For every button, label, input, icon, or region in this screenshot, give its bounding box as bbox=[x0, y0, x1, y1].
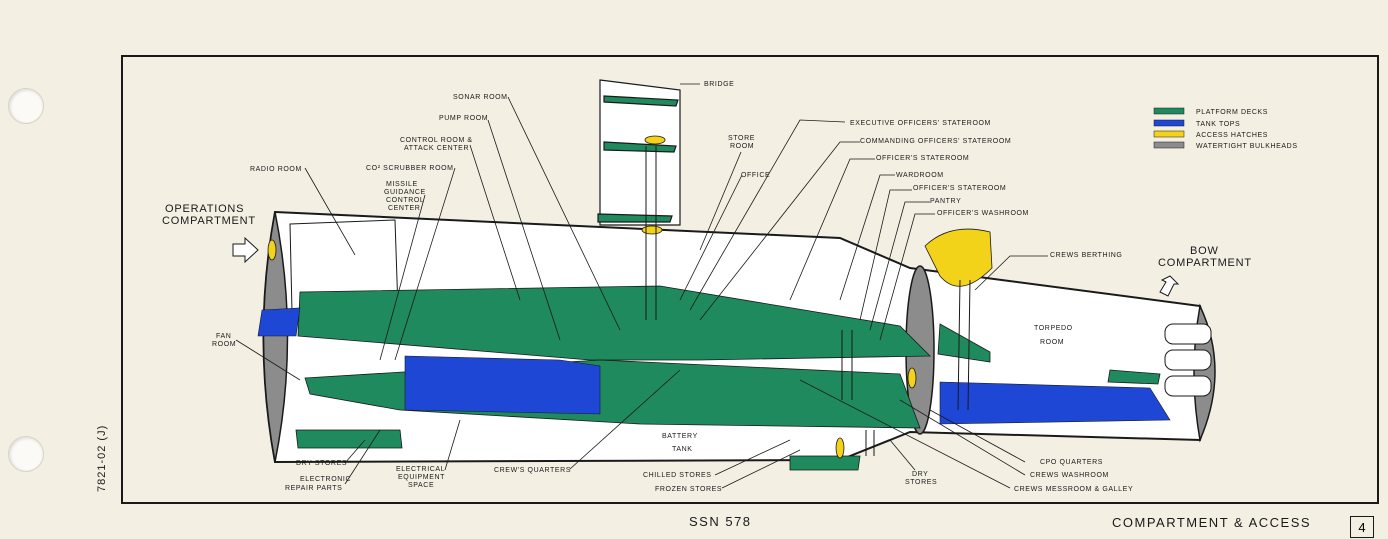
legend-swatch-bulkhead bbox=[1153, 141, 1185, 149]
room-labels: RADIO ROOM CO² SCRUBBER ROOM MISSILE GUI… bbox=[212, 81, 1133, 493]
legend-swatch-platform bbox=[1153, 107, 1185, 115]
missile-guidance-label: CENTER bbox=[388, 205, 420, 212]
leader-lines bbox=[235, 83, 1048, 489]
fan-room-label: ROOM bbox=[212, 341, 236, 348]
page-number: 4 bbox=[1350, 516, 1374, 538]
battery-tank-label: BATTERY bbox=[662, 433, 698, 440]
side-code: 7821-02 (J) bbox=[96, 424, 108, 492]
legend-swatch-hatch bbox=[1153, 130, 1185, 138]
pantry-label: PANTRY bbox=[930, 198, 961, 205]
binder-hole bbox=[8, 88, 44, 124]
ladders bbox=[645, 146, 971, 456]
control-room-label: CONTROL ROOM & bbox=[400, 137, 473, 144]
sail bbox=[597, 79, 681, 226]
pump-room-label: PUMP ROOM bbox=[439, 115, 488, 122]
arrow-down-left-icon bbox=[1159, 275, 1180, 297]
binder-hole bbox=[8, 436, 44, 472]
dry-stores-right-label: STORES bbox=[905, 479, 937, 486]
officers-stateroom-label: OFFICER'S STATEROOM bbox=[876, 155, 969, 162]
fan-room-label: FAN bbox=[216, 333, 231, 340]
legend-label: PLATFORM DECKS bbox=[1196, 109, 1268, 116]
dry-stores-label: DRY STORES bbox=[296, 460, 347, 467]
crews-washroom-label: CREWS WASHROOM bbox=[1030, 472, 1109, 479]
electronic-repair-label: ELECTRONIC bbox=[300, 476, 351, 483]
arrow-right-icon bbox=[232, 236, 259, 264]
radio-room-label: RADIO ROOM bbox=[250, 166, 302, 173]
legend-label: ACCESS HATCHES bbox=[1196, 132, 1268, 139]
torpedo-tubes bbox=[1164, 323, 1212, 397]
missile-guidance-label: MISSILE bbox=[386, 181, 418, 188]
dry-stores-right-label: DRY bbox=[912, 471, 928, 478]
electronic-repair-label: REPAIR PARTS bbox=[285, 485, 342, 492]
exec-officers-label: EXECUTIVE OFFICERS' STATEROOM bbox=[850, 120, 991, 127]
legend-swatch-tank bbox=[1153, 119, 1185, 127]
crews-berthing-label: CREWS BERTHING bbox=[1050, 252, 1122, 259]
store-room-label: STORE bbox=[728, 135, 755, 142]
electrical-equipment-label: SPACE bbox=[408, 482, 434, 489]
chilled-stores-label: CHILLED STORES bbox=[643, 472, 712, 479]
electrical-equipment-label: ELECTRICAL bbox=[396, 466, 445, 473]
crews-quarters-label: CREW'S QUARTERS bbox=[494, 467, 571, 474]
wardroom-label: WARDROOM bbox=[896, 172, 944, 179]
operations-compartment-title: OPERATIONS bbox=[165, 203, 244, 215]
tank-tops bbox=[257, 307, 1171, 425]
crews-messroom-label: CREWS MESSROOM & GALLEY bbox=[1014, 486, 1133, 493]
legend: PLATFORM DECKS TANK TOPS ACCESS HATCHES … bbox=[1153, 107, 1298, 150]
officers-stateroom-label: OFFICER'S STATEROOM bbox=[913, 185, 1006, 192]
torpedo-room-label: ROOM bbox=[1040, 339, 1064, 346]
bow-compartment-title: COMPARTMENT bbox=[1158, 257, 1252, 269]
legend-label: WATERTIGHT BULKHEADS bbox=[1196, 143, 1298, 150]
legend-label: TANK TOPS bbox=[1196, 121, 1240, 128]
bow-compartment-title: BOW bbox=[1190, 245, 1219, 257]
bridge-label: BRIDGE bbox=[704, 81, 734, 88]
frozen-stores-label: FROZEN STORES bbox=[655, 486, 722, 493]
access-hatches bbox=[267, 135, 993, 459]
battery-tank-label: TANK bbox=[672, 446, 693, 453]
cpo-quarters-label: CPO QUARTERS bbox=[1040, 459, 1103, 466]
electrical-equipment-label: EQUIPMENT bbox=[398, 474, 445, 481]
torpedo-room-label: TORPEDO bbox=[1034, 325, 1073, 332]
stern-bulkhead bbox=[262, 211, 289, 463]
officers-washroom-label: OFFICER'S WASHROOM bbox=[937, 210, 1029, 217]
store-room-label: ROOM bbox=[730, 143, 754, 150]
diagram-frame bbox=[121, 55, 1379, 504]
hull-number: SSN 578 bbox=[689, 514, 752, 529]
missile-guidance-label: GUIDANCE bbox=[384, 189, 426, 196]
operations-compartment-title: COMPARTMENT bbox=[162, 215, 256, 227]
control-room-label: ATTACK CENTER bbox=[404, 145, 469, 152]
commanding-officers-label: COMMANDING OFFICERS' STATEROOM bbox=[860, 138, 1011, 145]
sonar-room-label: SONAR ROOM bbox=[453, 94, 508, 101]
co2-scrubber-label: CO² SCRUBBER ROOM bbox=[366, 165, 454, 172]
office-label: OFFICE bbox=[741, 172, 770, 179]
missile-guidance-label: CONTROL bbox=[386, 197, 424, 204]
section-title: COMPARTMENT & ACCESS bbox=[1112, 515, 1312, 530]
